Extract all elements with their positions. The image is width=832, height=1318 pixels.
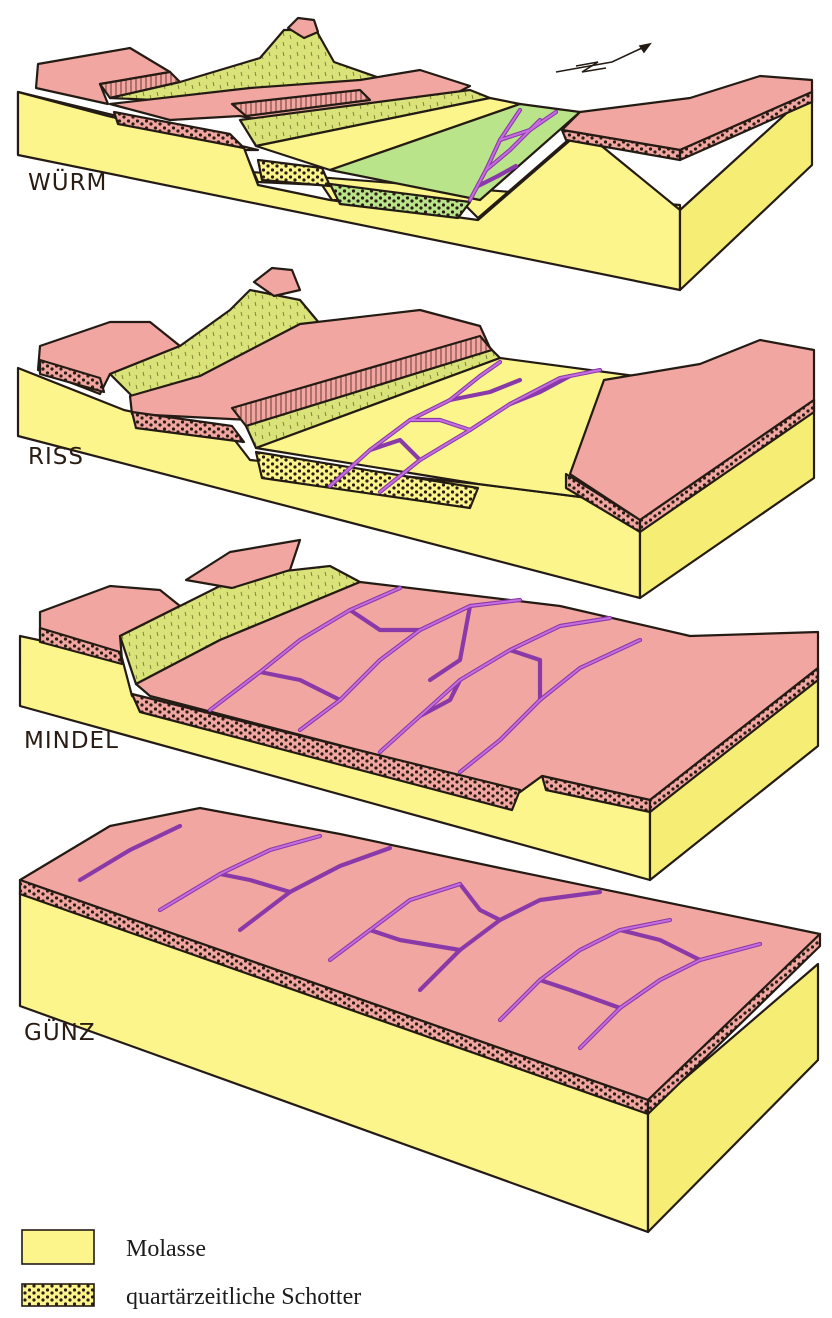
block-riss: RISS [18,268,814,598]
legend-label-molasse: Molasse [126,1236,206,1262]
block-label-mindel: MINDEL [24,728,119,754]
block-gunz: GÜNZ [20,808,820,1232]
legend-label-schotter: quartärzeitliche Schotter [126,1284,361,1310]
block-label-wurm: WÜRM [28,168,107,196]
legend-swatch-molasse [22,1230,94,1264]
block-label-gunz: GÜNZ [24,1018,96,1046]
block-label-riss: RISS [28,444,84,470]
legend: Molasse quartärzeitliche Schotter [22,1230,361,1310]
block-wurm: WÜRM [18,18,812,290]
north-arrow-icon [556,44,650,72]
legend-swatch-schotter [22,1284,94,1306]
